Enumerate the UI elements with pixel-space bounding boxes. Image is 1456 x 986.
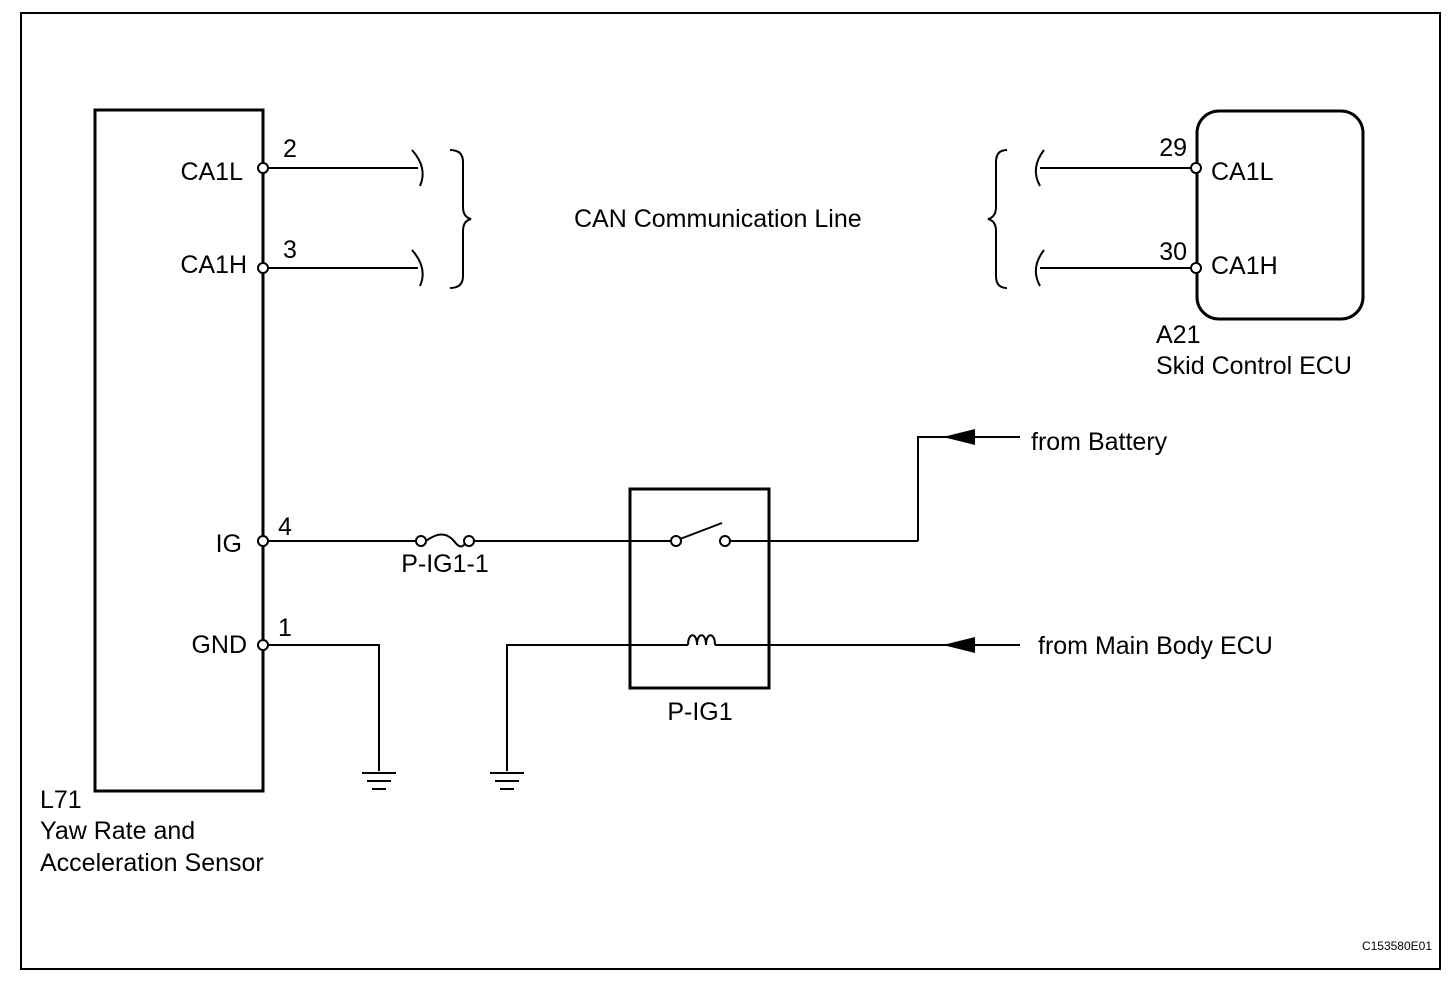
arrow-head-icon <box>943 637 975 653</box>
fuse-terminal-icon <box>463 535 475 547</box>
from-main-body-ecu-label: from Main Body ECU <box>1038 632 1273 660</box>
ground-icon <box>362 772 396 790</box>
fuse-icon <box>425 533 467 548</box>
sensor-box <box>93 108 265 793</box>
sensor-pin-ig-number: 4 <box>278 513 292 541</box>
sensor-pin-ca1l-label: CA1L <box>180 158 243 186</box>
wire-gnd <box>263 644 380 771</box>
fuse-terminal-icon <box>415 535 427 547</box>
arrow-head-icon <box>943 429 975 445</box>
sensor-pin-ig-label: IG <box>216 530 242 558</box>
terminal-icon <box>257 262 269 274</box>
relay-switch-blade <box>679 522 723 540</box>
brace-right <box>987 149 1008 289</box>
figure-code: C153580E01 <box>1362 939 1432 953</box>
terminal-icon <box>1190 262 1202 274</box>
sensor-pin-gnd-label: GND <box>191 631 247 659</box>
relay-contact-icon <box>670 535 682 547</box>
wire-break-squiggle <box>411 149 424 187</box>
ground-icon <box>490 772 524 790</box>
ecu-box <box>1195 109 1365 321</box>
wire-break-squiggle <box>1034 149 1045 187</box>
can-communication-line-label: CAN Communication Line <box>574 205 862 233</box>
relay-contact-icon <box>719 535 731 547</box>
wire-break-squiggle <box>1034 249 1045 287</box>
ecu-name: Skid Control ECU <box>1156 352 1352 380</box>
ecu-pin-ca1l-label: CA1L <box>1211 158 1274 186</box>
sensor-pin-ca1h-label: CA1H <box>180 251 247 279</box>
sensor-name-line2: Acceleration Sensor <box>40 849 264 877</box>
ecu-code: A21 <box>1156 321 1200 349</box>
wire-break-squiggle <box>411 249 424 287</box>
terminal-icon <box>257 162 269 174</box>
relay-label: P-IG1 <box>667 698 732 726</box>
terminal-icon <box>257 535 269 547</box>
ecu-pin-ca1h-number: 30 <box>1159 238 1187 266</box>
terminal-icon <box>257 639 269 651</box>
diagram-frame <box>20 12 1441 970</box>
coil-icon <box>687 634 716 646</box>
terminal-icon <box>1190 162 1202 174</box>
wire-coil-ground <box>506 644 688 771</box>
sensor-pin-gnd-number: 1 <box>278 614 292 642</box>
sensor-name-line1: Yaw Rate and <box>40 817 195 845</box>
wire-battery <box>917 436 1020 541</box>
from-battery-label: from Battery <box>1031 428 1168 456</box>
fuse-label: P-IG1-1 <box>401 550 489 578</box>
sensor-code: L71 <box>40 786 82 814</box>
sensor-pin-ca1l-number: 2 <box>283 135 297 163</box>
relay-box <box>628 487 771 690</box>
ecu-pin-ca1h-label: CA1H <box>1211 252 1278 280</box>
sensor-pin-ca1h-number: 3 <box>283 236 297 264</box>
brace-left <box>449 149 472 289</box>
ecu-pin-ca1l-number: 29 <box>1159 134 1187 162</box>
